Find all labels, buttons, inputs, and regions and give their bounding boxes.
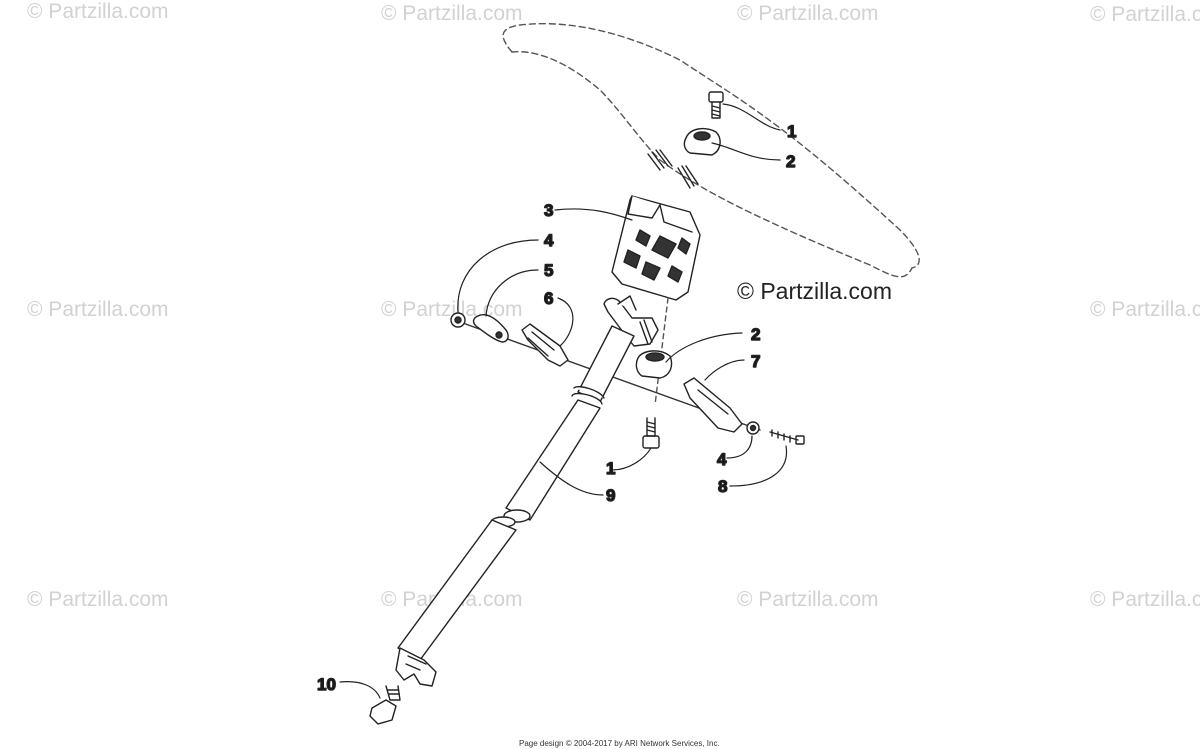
watermark-bottom-center-right: © Partzilla.com bbox=[737, 588, 879, 611]
watermark-top-center-left: © Partzilla.com bbox=[381, 2, 523, 25]
callout-5: 5 bbox=[544, 261, 553, 280]
part-5-link-arm bbox=[472, 314, 509, 343]
watermark-primary: © Partzilla.com bbox=[737, 278, 892, 304]
part-2-lower-clamp bbox=[635, 350, 673, 379]
callout-3: 3 bbox=[544, 201, 553, 220]
callout-2-lower: 2 bbox=[751, 325, 760, 344]
callout-7: 7 bbox=[751, 352, 760, 371]
callout-9: 9 bbox=[606, 486, 615, 505]
handlebar-knurl bbox=[647, 149, 699, 189]
part-4-left-nut bbox=[450, 312, 466, 328]
watermark-bottom-left: © Partzilla.com bbox=[27, 588, 169, 611]
part-3-riser bbox=[611, 195, 701, 301]
part-2-upper-clamp bbox=[683, 127, 721, 156]
callout-10: 10 bbox=[317, 675, 336, 694]
part-4-right-nut bbox=[746, 421, 760, 435]
page-footer: Page design © 2004-2017 by ARI Network S… bbox=[519, 739, 720, 748]
callout-6: 6 bbox=[544, 289, 553, 308]
steering-post-top bbox=[603, 295, 659, 347]
part-8-bolt bbox=[769, 429, 805, 445]
callout-4-right: 4 bbox=[717, 450, 727, 469]
watermark-top-left: © Partzilla.com bbox=[27, 0, 169, 23]
callout-leaders bbox=[339, 103, 788, 699]
watermark-top-right: © Partzilla.com bbox=[1090, 3, 1200, 26]
handlebar-phantom bbox=[502, 22, 920, 278]
watermark-mid-right: © Partzilla.com bbox=[1090, 298, 1200, 321]
part-9-steering-post bbox=[397, 325, 635, 661]
part-1-lower-bolt bbox=[642, 417, 660, 449]
callout-8: 8 bbox=[718, 477, 727, 496]
part-10-lower-fitting bbox=[369, 647, 437, 725]
callout-1-upper: 1 bbox=[787, 122, 796, 141]
part-7-tie-rod-end bbox=[683, 377, 743, 433]
part-6-tie-rod-end bbox=[521, 323, 569, 367]
watermark-top-center-right: © Partzilla.com bbox=[737, 2, 879, 25]
watermark-mid-left: © Partzilla.com bbox=[27, 298, 169, 321]
callout-4-left: 4 bbox=[544, 231, 554, 250]
part-1-upper-bolt bbox=[708, 91, 724, 119]
callout-1-lower: 1 bbox=[606, 459, 615, 478]
watermark-bottom-right: © Partzilla.com bbox=[1090, 588, 1200, 611]
callout-2-upper: 2 bbox=[786, 152, 795, 171]
